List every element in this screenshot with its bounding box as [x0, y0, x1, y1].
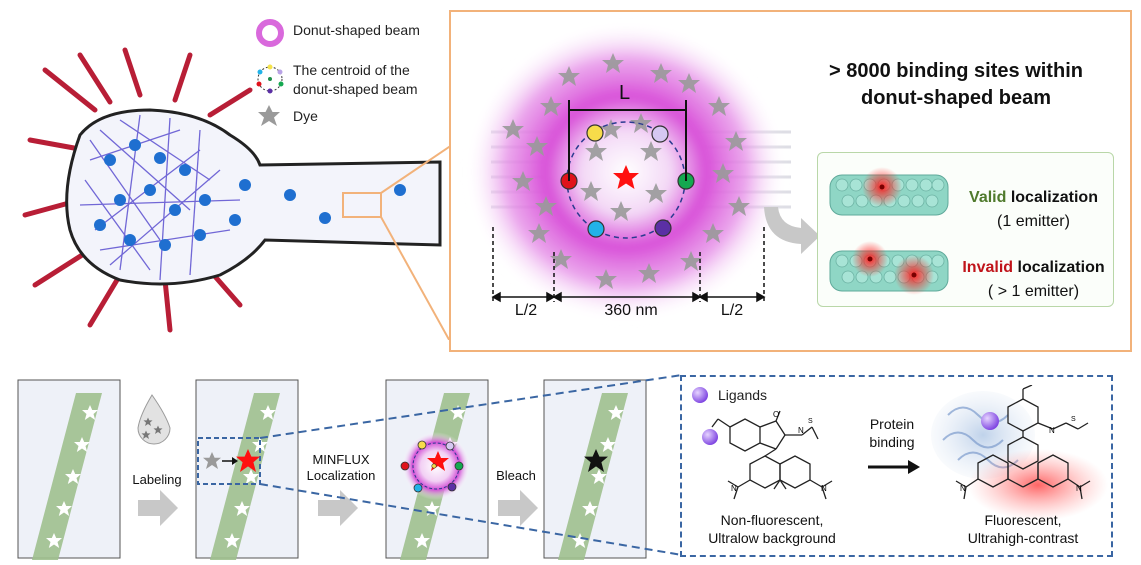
zoom-line-top — [380, 145, 450, 194]
vesicles — [94, 139, 406, 251]
ligand-icon — [692, 387, 708, 403]
panel-minflux — [385, 379, 489, 560]
protein-binding-label-1: Protein — [869, 416, 915, 432]
label-L: L — [619, 82, 631, 104]
active-emitter-star — [613, 165, 639, 189]
localization-panel: Valid localization (1 emitter) Invalid l… — [817, 152, 1114, 307]
legend-dye-label: Dye — [293, 108, 318, 124]
invalid-word: Invalid — [962, 259, 1014, 276]
step-minflux-label-2: Localization — [306, 468, 376, 483]
left-caption-2: Ultralow background — [708, 530, 836, 546]
o-atom: O — [773, 410, 779, 419]
donut-beam-diagram — [466, 22, 791, 322]
arrow-labeling — [138, 490, 178, 526]
n-right-left-atom: N — [960, 484, 966, 493]
n-plus-atom: N — [1076, 484, 1082, 493]
s-atom: S — [808, 418, 813, 425]
valid-microtubule — [829, 167, 949, 216]
dimension-guides — [492, 227, 765, 302]
inset-title-1: > 8000 binding sites within — [829, 60, 1083, 82]
invalid-rest: localization — [1013, 259, 1105, 276]
ligands-label: Ligands — [718, 387, 768, 403]
panel-unlabeled — [17, 379, 121, 560]
chemistry-panel: Ligands O N S N N Non-fluorescent, Ultra… — [680, 375, 1113, 557]
valid-word: Valid — [969, 189, 1007, 206]
label-360nm: 360 nm — [604, 302, 658, 319]
label-half-right: L/2 — [720, 302, 744, 319]
position-purple — [654, 219, 672, 237]
arrow-bleach — [498, 490, 538, 526]
valid-localization-label: Valid localization — [956, 187, 1111, 209]
zoom-region-box — [342, 192, 382, 218]
dye-star-icon — [258, 105, 280, 126]
centroid-icon — [256, 64, 284, 94]
invalid-microtubule — [829, 241, 949, 295]
step-minflux-label-1: MINFLUX — [312, 452, 370, 467]
n-left-atom: N — [731, 484, 737, 493]
dye-stars — [502, 53, 750, 289]
s-atom-right: S — [1071, 416, 1076, 423]
arrow-minflux — [318, 490, 358, 526]
panel-labeling — [195, 379, 299, 560]
chem-zoom-lines — [259, 374, 683, 556]
step-labeling-label: Labeling — [132, 472, 182, 487]
fluorescence-glow — [968, 449, 1108, 521]
legend-centroid-label-1: The centroid of the — [293, 62, 410, 78]
label-half-left: L/2 — [514, 302, 538, 319]
workflow-diagram — [17, 374, 683, 560]
left-caption-1: Non-fluorescent, — [720, 512, 824, 528]
n-atom: N — [798, 426, 804, 435]
right-caption-1: Fluorescent, — [984, 512, 1062, 528]
curved-arrow-icon — [764, 207, 820, 254]
neuron-illustration — [22, 47, 450, 340]
bound-ligand — [981, 412, 999, 430]
L-dimension — [568, 100, 687, 181]
invalid-subtitle: ( > 1 emitter) — [987, 283, 1080, 300]
inset-title-2: donut-shaped beam — [860, 87, 1051, 109]
legend-centroid-label-2: donut-shaped beam — [293, 81, 418, 97]
valid-rest: localization — [1006, 189, 1098, 206]
position-cyan — [587, 220, 605, 238]
panel-bleached — [543, 379, 647, 560]
fluorescent-complex: N S N N — [931, 385, 1108, 521]
n-right-atom: N — [821, 484, 827, 493]
donut-beam-icon — [256, 19, 284, 47]
right-caption-2: Ultrahigh-contrast — [967, 530, 1079, 546]
position-lavender — [651, 125, 669, 143]
non-fluorescent-molecule: O N S N N — [702, 410, 833, 500]
binding-arrow — [868, 460, 920, 474]
inset-panel: L L/2 360 nm L/2 > 8000 binding sites wi… — [449, 10, 1132, 352]
step-bleach-label: Bleach — [496, 468, 536, 483]
protein-binding-label-2: binding — [869, 434, 915, 450]
legend-donut-label: Donut-shaped beam — [293, 22, 420, 38]
invalid-localization-label: Invalid localization — [956, 257, 1111, 279]
dimension-arrows — [491, 291, 766, 303]
position-yellow — [586, 124, 604, 142]
dye-drop-icon — [137, 394, 171, 445]
zoom-line-bottom — [380, 216, 450, 340]
legend: Donut-shaped beam The centroid of the do… — [245, 12, 450, 132]
n-anion-atom: N — [1049, 426, 1055, 435]
valid-subtitle: (1 emitter) — [997, 213, 1070, 230]
